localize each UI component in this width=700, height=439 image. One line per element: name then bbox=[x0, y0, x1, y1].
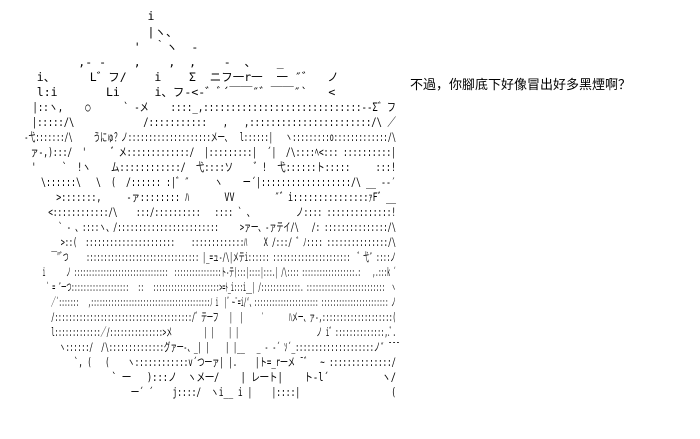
art-line: >::( :::::::::::::::::::::: ::::::::::::… bbox=[16, 235, 396, 249]
art-line: i ノ :::::::::::::::::::::::::::::::: :::… bbox=[16, 265, 396, 279]
art-line: ` ‐ 、::::ヽ、/:::::::::::::::::::::::: >ァ一… bbox=[16, 220, 396, 234]
art-line: i bbox=[16, 9, 155, 23]
art-line: ,- - , , , - 、 _ bbox=[16, 55, 284, 69]
art-line: -弋:::::::/\ うにゅ？ノ::::::::::::::::::::メ一、… bbox=[16, 130, 396, 144]
art-line: i、 L゛フ/ i Σ ニフ一r一 一 ″゛ ノ bbox=[16, 70, 339, 84]
art-line: |ヽ、 bbox=[16, 25, 177, 39]
caption-text: 不過，你腳底下好像冒出好多黑煙啊？ bbox=[410, 78, 632, 93]
art-line: |:::::/\ /::::::::::: , ,:::::::::::::::… bbox=[16, 115, 396, 129]
art-line: <::::::::::::/\ :::/:::::::::: :::: ` 、 … bbox=[16, 205, 396, 219]
art-line: ' ` !ヽ ム::::::::::::/ 弋::::ソ ゛! 弋::::::ト… bbox=[16, 160, 396, 174]
art-line: |::ヽ, ○ ` -メ ::::_,:::::::::::::::::::::… bbox=[16, 100, 396, 114]
art-line: ァ-,):::/ ' ゛メ:::::::::::::/ |:::::::::| … bbox=[16, 145, 396, 159]
art-line: `, ( ( ヽ::::::::::::v´つ一ァ| |. |ト=_r一メ ̄ … bbox=[16, 355, 396, 369]
art-line: 一´ ´ j::::/ ヽi__ i | |::::| ( bbox=[16, 385, 396, 399]
art-line: ' ｀ヽ - bbox=[16, 39, 198, 54]
art-line: ` = ″一つ::::::::::::::::::: :: ::::::::::… bbox=[16, 280, 396, 294]
art-line: l:::::::::::::／/:::::::::::::::>メ | | | … bbox=[16, 325, 396, 339]
art-line: >:::::::, -ァ:::::::: ﾊ VV ″゛i:::::::::::… bbox=[16, 190, 396, 204]
art-line: l:i Li i、フ-<-゛ﾞ´￣￣″゛￣￣″` < bbox=[16, 85, 335, 99]
art-line: \::::::\ \ ( /:::::: :|゛″ ヽ ー´|:::::::::… bbox=[16, 175, 396, 189]
art-line: ` 一 ):::ノ ヽメ一/ | レ一ト| ト-l´ ヽ/ bbox=[16, 370, 396, 384]
art-line: ／´::::::: ,:::::::::::::::::::::::::::::… bbox=[16, 295, 396, 309]
art-line: ￣″ﾞつ :::::::::::::::::::::::::::::::: |_… bbox=[16, 250, 396, 264]
art-line: ヽ::::::/ /\::::::::::::::グァ一-、_| | | |__… bbox=[16, 340, 399, 354]
art-line: /:::::::::::::::::::::::::::::::::::::::… bbox=[16, 310, 396, 324]
